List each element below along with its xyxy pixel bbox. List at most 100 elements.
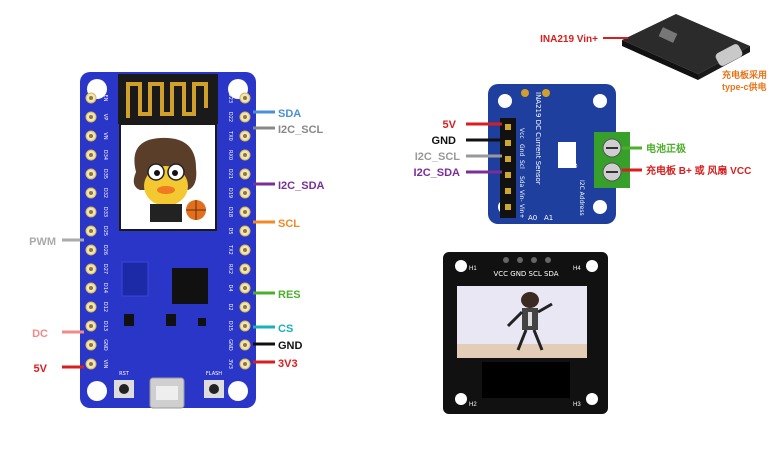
label-ina-i2c-sda: I2C_SDA bbox=[414, 167, 461, 179]
ina219-module: INA219 DC Current Sensor R100 A0 A1 I2C … bbox=[488, 84, 635, 224]
left-pin-label: D12 bbox=[102, 302, 108, 312]
pin-label-vinminus: Vin- bbox=[518, 190, 525, 202]
silk-box bbox=[121, 261, 149, 297]
left-pin-label: D25 bbox=[102, 226, 108, 236]
right-pin-label: RX2 bbox=[227, 264, 233, 274]
label-dc: DC bbox=[32, 328, 48, 340]
left-pin-header: ENVPVND34D35D32D33D25D26D27D14D12D13GNDV… bbox=[85, 92, 108, 370]
charger-note-line2: type-c供电 bbox=[722, 81, 767, 92]
right-pin-label: D5 bbox=[227, 227, 233, 234]
pin-label-vinplus: Vin+ bbox=[518, 204, 525, 218]
left-pin-label: D35 bbox=[102, 169, 108, 179]
mount-hole bbox=[586, 260, 598, 272]
rst-button-cap[interactable] bbox=[119, 384, 129, 394]
vin-plus-label: Vin+ bbox=[622, 192, 635, 198]
oled-header-label: VCC GND SCL SDA bbox=[493, 270, 558, 278]
charger-chip bbox=[658, 27, 678, 43]
usb-port bbox=[156, 386, 178, 400]
pin-label-gnd: Gnd bbox=[518, 144, 525, 156]
rst-label: RST bbox=[119, 371, 130, 377]
left-pin-label: VIN bbox=[102, 360, 108, 369]
left-pin-label: D27 bbox=[102, 264, 108, 274]
flash-label: FLASH bbox=[206, 371, 222, 377]
left-pin-label: D32 bbox=[102, 188, 108, 198]
shunt-resistor bbox=[558, 142, 576, 168]
left-pin-label: GND bbox=[102, 339, 108, 351]
smd-part bbox=[124, 314, 134, 326]
charger-pcb bbox=[622, 14, 750, 74]
right-pin-label: 3V3 bbox=[227, 359, 233, 369]
mount-hole bbox=[593, 94, 607, 108]
left-pin-label: EN bbox=[102, 95, 108, 102]
smd-part bbox=[166, 314, 176, 326]
label-i2c-sda: I2C_SDA bbox=[278, 180, 325, 192]
right-pin-label: TX2 bbox=[227, 244, 233, 255]
ina219-left-wires: 5V GND I2C_SCL I2C_SDA bbox=[414, 119, 502, 179]
label-5v: 5V bbox=[34, 363, 48, 375]
right-pin-label: D19 bbox=[227, 188, 233, 198]
right-pin-label: D23 bbox=[227, 93, 233, 103]
ina219-board-text: INA219 DC Current Sensor bbox=[534, 92, 542, 185]
label-sda: SDA bbox=[278, 108, 301, 120]
right-pin-label: D15 bbox=[227, 321, 233, 331]
mount-hole bbox=[593, 200, 607, 214]
right-pin-label: D4 bbox=[227, 284, 233, 291]
esp32-board: RST FLASH ENVPVND34D35D32D33D25D26D27D14… bbox=[80, 72, 256, 409]
label-ina-i2c-scl: I2C_SCL bbox=[415, 151, 461, 163]
mcu-chip bbox=[172, 268, 208, 304]
dancer-figure-icon bbox=[506, 292, 553, 351]
h1-label: H1 bbox=[469, 266, 477, 272]
vin-minus-label: Vin- bbox=[622, 124, 633, 130]
pin-label-scl: Scl bbox=[518, 160, 525, 169]
antenna-area bbox=[118, 74, 218, 124]
mount-hole bbox=[228, 381, 248, 401]
label-res: RES bbox=[278, 289, 301, 301]
a1-label: A1 bbox=[544, 214, 553, 222]
pin-label-sda: Sda bbox=[518, 176, 525, 188]
mount-hole bbox=[586, 393, 598, 405]
left-pin-label: D13 bbox=[102, 321, 108, 331]
smd-part bbox=[198, 318, 206, 326]
label-ina-gnd: GND bbox=[432, 135, 457, 147]
label-i2c-scl: I2C_SCL bbox=[278, 124, 324, 136]
mount-hole bbox=[498, 94, 512, 108]
label-scl: SCL bbox=[278, 218, 300, 230]
mount-hole bbox=[455, 393, 467, 405]
left-pin-label: D34 bbox=[102, 150, 108, 160]
h2-label: H2 bbox=[469, 402, 477, 408]
flash-button-cap[interactable] bbox=[209, 384, 219, 394]
label-ina-5v: 5V bbox=[443, 119, 457, 131]
left-pin-label: VN bbox=[102, 132, 108, 139]
type-c-port bbox=[715, 44, 743, 66]
left-pin-label: D26 bbox=[102, 245, 108, 255]
label-pwm: PWM bbox=[29, 236, 56, 248]
pad bbox=[542, 89, 550, 97]
pad bbox=[521, 89, 529, 97]
ina219-pin-header bbox=[500, 118, 516, 218]
pin-label-vcc: Vcc bbox=[518, 128, 525, 139]
h3-label: H3 bbox=[573, 402, 581, 408]
charger-note-line1: 充电板采用 bbox=[722, 69, 767, 80]
h4-label: H4 bbox=[573, 266, 581, 272]
right-pin-label: GND bbox=[227, 339, 233, 351]
left-pin-label: VP bbox=[102, 114, 108, 120]
antenna-trace bbox=[126, 82, 208, 118]
label-ina219-vinplus: INA219 Vin+ bbox=[540, 34, 598, 45]
esp32-right-wires: SDA I2C_SCL I2C_SDA SCL RES CS GND 3V3 bbox=[253, 108, 325, 370]
label-cs: CS bbox=[278, 323, 293, 335]
label-battery: 电池正极 bbox=[646, 142, 687, 155]
left-pin-label: D14 bbox=[102, 283, 108, 293]
charger-edge bbox=[622, 40, 698, 80]
right-pin-label: RX0 bbox=[227, 150, 233, 160]
duck-cartoon-icon bbox=[133, 137, 206, 222]
label-gnd: GND bbox=[278, 340, 303, 352]
right-pin-label: D18 bbox=[227, 207, 233, 217]
right-pin-header: D23D22TX0RX0D21D19D18D5TX2RX2D4D2D15GND3… bbox=[227, 92, 251, 370]
mount-hole bbox=[87, 381, 107, 401]
ina219-right-wires: 电池正极 充电板 B+ 或 风扇 VCC bbox=[622, 142, 751, 177]
right-pin-label: TX0 bbox=[227, 130, 233, 141]
right-pin-label: D21 bbox=[227, 169, 233, 179]
right-pin-label: D22 bbox=[227, 112, 233, 122]
oled-screen-floor bbox=[457, 344, 587, 358]
